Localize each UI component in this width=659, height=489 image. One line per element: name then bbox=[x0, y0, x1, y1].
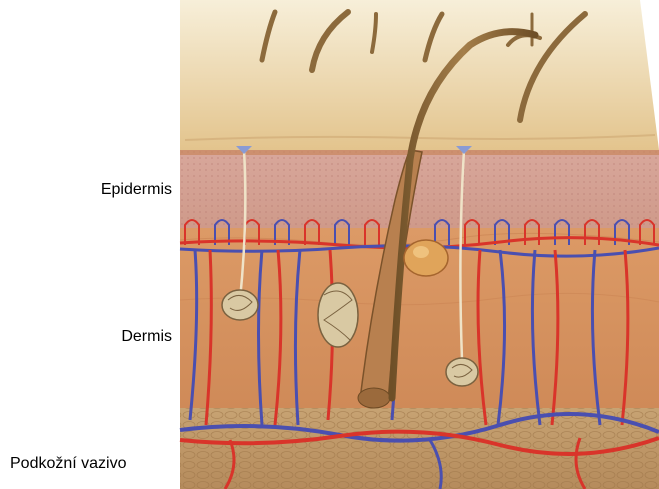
sebaceous-gland bbox=[404, 240, 448, 276]
label-epidermis: Epidermis bbox=[101, 181, 172, 199]
label-dermis: Dermis bbox=[121, 328, 172, 346]
label-subcutis: Podkožní vazivo bbox=[10, 455, 127, 473]
subcutis-layer bbox=[180, 408, 659, 489]
